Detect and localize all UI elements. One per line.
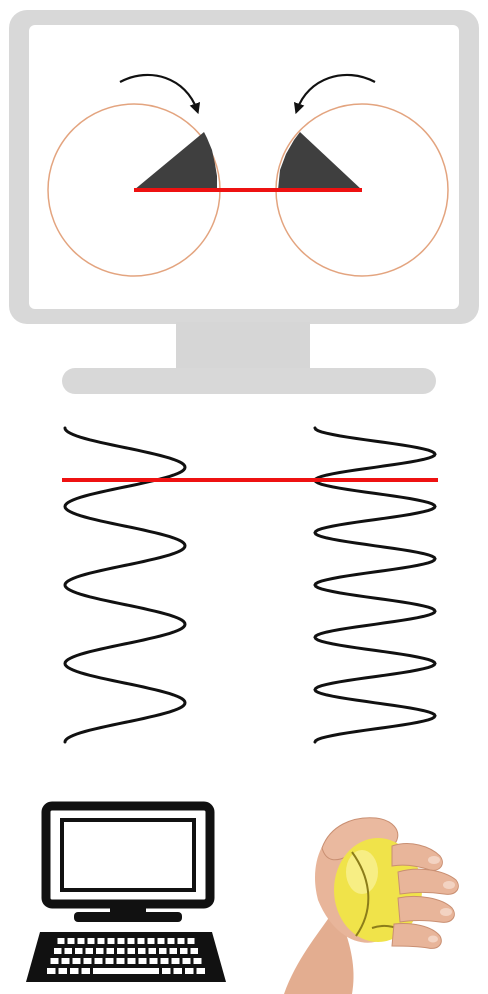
keyboard-key [138,948,146,954]
fingernail [428,856,440,864]
keyboard-key [128,938,135,944]
keyboard-key [128,958,136,964]
keyboard-key [117,948,125,954]
keyboard-key [194,958,202,964]
keyboard-key [148,938,155,944]
keyboard-key [188,938,195,944]
keyboard-key [180,948,188,954]
keyboard-key [197,968,206,974]
keyboard-key [86,948,94,954]
keyboard-key [158,938,165,944]
keyboard-key [139,958,147,964]
keyboard-key [65,948,73,954]
keyboard-key [75,948,83,954]
keyboard-key [162,968,171,974]
fingernail [440,908,452,916]
keyboard-key [178,938,185,944]
keyboard-key [174,968,183,974]
keyboard-key [107,948,115,954]
keyboard-key [150,958,158,964]
stress-ball-highlight [346,850,378,894]
keyboard-key [95,958,103,964]
keyboard-key [185,968,194,974]
keyboard-key [149,948,157,954]
left-sine-wave [65,428,185,742]
hand-squeezing-stress-ball [284,818,458,994]
keyboard-key [172,958,180,964]
keyboard-key [78,938,85,944]
keyboard-icon [26,932,226,982]
wave-comparison [62,428,438,742]
keyboard-key [82,968,91,974]
keyboard-key [73,958,81,964]
fingernail [443,881,455,889]
keyboard-key [96,948,104,954]
desktop-screen-inner [62,820,194,890]
keyboard-key [170,948,178,954]
fingernail [428,936,438,943]
monitor-neck [176,322,310,370]
keyboard-key [88,938,95,944]
keyboard-key [47,968,56,974]
keyboard-spacebar [93,968,159,974]
keyboard-key [118,938,125,944]
keyboard-key [59,968,68,974]
right-sine-wave [315,428,435,742]
keyboard-key [138,938,145,944]
keyboard-key [54,948,62,954]
keyboard-key [161,958,169,964]
keyboard-key [117,958,125,964]
desktop-computer-icon [26,806,226,982]
keyboard-key [159,948,167,954]
keyboard-key [128,948,136,954]
keyboard-key [106,958,114,964]
monitor-illustration [9,10,479,394]
keyboard-key [84,958,92,964]
keyboard-key [98,938,105,944]
keyboard-key [108,938,115,944]
desktop-stand-base [74,912,182,922]
keyboard-key [68,938,75,944]
monitor-base [62,368,436,394]
keyboard-key [62,958,70,964]
keyboard-key [191,948,199,954]
keyboard-key [183,958,191,964]
keyboard-key [168,938,175,944]
keyboard-key [51,958,59,964]
keyboard-key [58,938,65,944]
keyboard-key [70,968,79,974]
